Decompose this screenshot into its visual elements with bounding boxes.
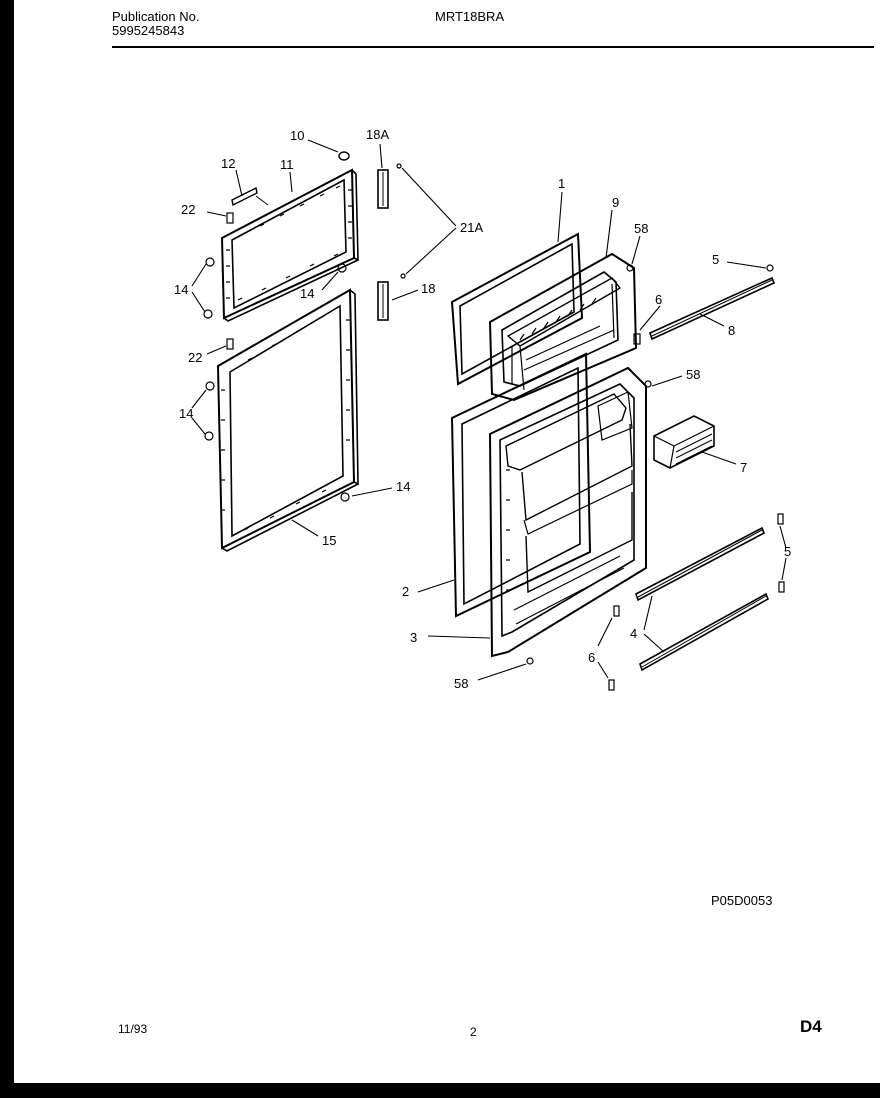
callout-58-middle: 58 bbox=[686, 367, 700, 382]
exploded-parts-diagram: 10 18A 12 11 22 21A 14 14 18 22 14 14 15… bbox=[174, 127, 791, 691]
callout-3: 3 bbox=[410, 630, 417, 645]
clip-6-upper bbox=[633, 333, 641, 345]
screw-5-lower-b bbox=[778, 581, 785, 593]
page-number: 2 bbox=[470, 1025, 477, 1039]
callout-4: 4 bbox=[630, 626, 637, 641]
fresh-food-gasket-2 bbox=[450, 352, 592, 618]
pin-22-b bbox=[226, 338, 234, 350]
callout-12: 12 bbox=[221, 156, 235, 171]
publication-number: 5995245843 bbox=[112, 23, 185, 38]
callout-14-lower-left: 14 bbox=[179, 406, 193, 421]
pin-22-a bbox=[226, 212, 234, 224]
trim-strip-8 bbox=[649, 276, 776, 341]
clip-6-lower-a bbox=[613, 605, 620, 617]
callout-18a: 18A bbox=[366, 127, 389, 142]
callout-7: 7 bbox=[740, 460, 747, 475]
bin-7 bbox=[653, 415, 715, 469]
callout-14-lower-right: 14 bbox=[396, 479, 410, 494]
trim-strip-4-lower bbox=[639, 592, 770, 672]
callout-22-upper: 22 bbox=[181, 202, 195, 217]
leader-lines bbox=[191, 139, 787, 681]
callout-18: 18 bbox=[421, 281, 435, 296]
handle-18 bbox=[377, 281, 389, 321]
screw-21a-lower bbox=[400, 273, 406, 279]
callout-6-upper: 6 bbox=[655, 292, 662, 307]
trim-strip-4-upper bbox=[635, 526, 766, 602]
callout-9: 9 bbox=[612, 195, 619, 210]
screw-21a-upper bbox=[396, 163, 402, 169]
freezer-gasket-1 bbox=[450, 232, 584, 386]
callout-58-upper: 58 bbox=[634, 221, 648, 236]
freezer-gasket-11 bbox=[220, 168, 359, 322]
screw-5-upper bbox=[766, 264, 774, 272]
parts-sheet: Publication No. 5995245843 MRT18BRA bbox=[14, 0, 880, 1083]
fresh-food-door-liner-3 bbox=[488, 366, 647, 658]
screw-5-lower-a bbox=[777, 513, 784, 525]
plug-14-d bbox=[205, 381, 215, 391]
callout-1: 1 bbox=[558, 176, 565, 191]
part-10-plug bbox=[338, 151, 350, 161]
revision-date: 11/93 bbox=[118, 1022, 148, 1036]
plug-14-f bbox=[340, 492, 350, 502]
fresh-food-gasket-15 bbox=[216, 288, 359, 552]
callout-2: 2 bbox=[402, 584, 409, 599]
plug-14-a bbox=[205, 257, 215, 267]
callout-22-lower: 22 bbox=[188, 350, 202, 365]
screw-58-middle bbox=[644, 380, 652, 388]
callout-8: 8 bbox=[728, 323, 735, 338]
callout-15: 15 bbox=[322, 533, 336, 548]
publication-label: Publication No. bbox=[112, 9, 200, 24]
callout-5-upper: 5 bbox=[712, 252, 719, 267]
callout-10: 10 bbox=[290, 128, 304, 143]
handle-18a bbox=[377, 169, 389, 209]
clip-6-lower-b bbox=[608, 679, 615, 691]
part-12-strip bbox=[231, 186, 269, 207]
model-number: MRT18BRA bbox=[435, 9, 505, 24]
screw-58-lower bbox=[526, 657, 534, 665]
callout-14-upper-left: 14 bbox=[174, 282, 188, 297]
callout-5-lower: 5 bbox=[784, 544, 791, 559]
plug-14-b bbox=[203, 309, 213, 319]
plug-14-c bbox=[337, 263, 347, 273]
screw-58-upper bbox=[626, 264, 634, 272]
callout-6-lower: 6 bbox=[588, 650, 595, 665]
section-code: D4 bbox=[800, 1017, 822, 1036]
callout-14-upper-right: 14 bbox=[300, 286, 314, 301]
callout-21a: 21A bbox=[460, 220, 483, 235]
plug-14-e bbox=[204, 431, 214, 441]
figure-code: P05D0053 bbox=[711, 893, 773, 908]
callout-11: 11 bbox=[280, 157, 294, 172]
header-rule bbox=[112, 46, 874, 48]
callout-labels: 10 18A 12 11 22 21A 14 14 18 22 14 14 15… bbox=[174, 127, 791, 691]
freezer-door-liner-9 bbox=[488, 252, 638, 402]
callout-58-lower: 58 bbox=[454, 676, 468, 691]
